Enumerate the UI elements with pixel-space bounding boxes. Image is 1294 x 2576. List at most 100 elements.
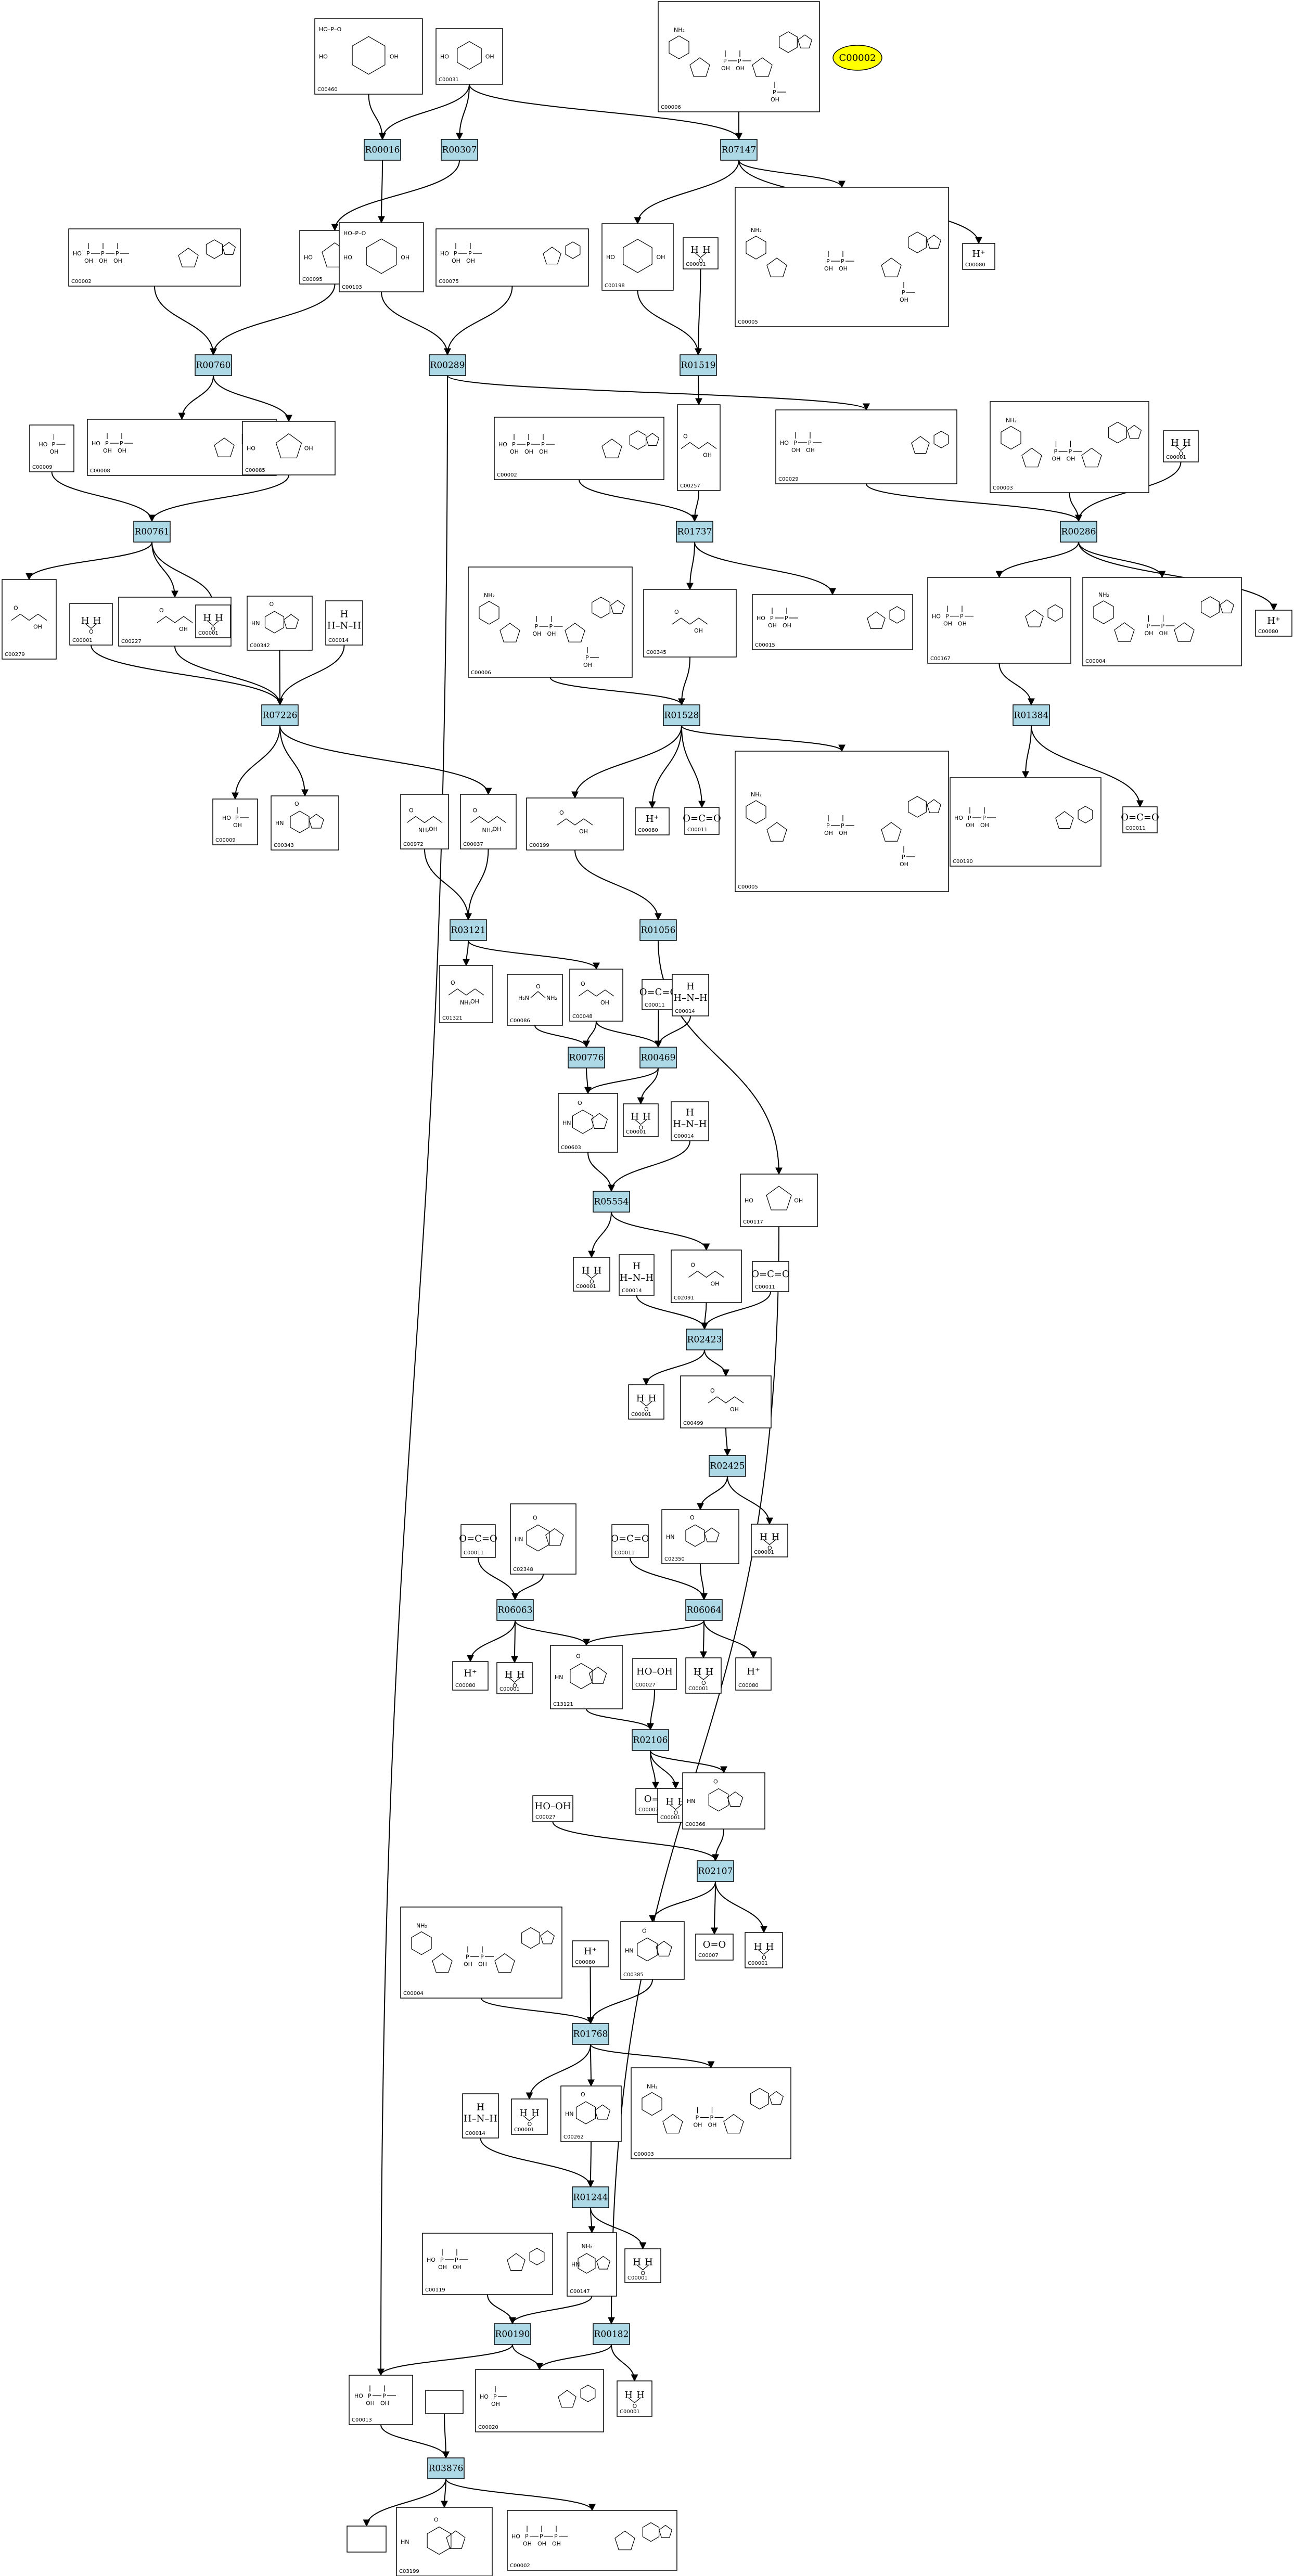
reaction-r01528[interactable]: R01528 bbox=[663, 704, 700, 726]
reaction-r00469[interactable]: R00469 bbox=[639, 1047, 677, 1068]
reaction-r07147[interactable]: R07147 bbox=[720, 139, 758, 161]
compound-c00080[interactable]: H⁺C00080 bbox=[635, 807, 670, 835]
compound-blank[interactable] bbox=[347, 2526, 387, 2553]
reaction-r02106[interactable]: R02106 bbox=[632, 1729, 669, 1751]
highlight-oval[interactable] bbox=[832, 45, 882, 71]
reaction-r01768[interactable]: R01768 bbox=[572, 2023, 609, 2045]
reaction-r00190[interactable]: R00190 bbox=[494, 2323, 531, 2345]
reaction-r01737[interactable]: R01737 bbox=[676, 521, 713, 543]
reaction-r01056[interactable]: R01056 bbox=[639, 919, 677, 941]
reaction-r01519[interactable]: R01519 bbox=[680, 354, 717, 376]
reaction-r06063[interactable]: R06063 bbox=[496, 1599, 534, 1621]
reaction-r07226[interactable]: R07226 bbox=[261, 704, 299, 726]
reaction-r00016[interactable]: R00016 bbox=[364, 139, 401, 161]
compound-blank[interactable] bbox=[425, 2390, 464, 2414]
reaction-r06064[interactable]: R06064 bbox=[685, 1599, 723, 1621]
reaction-r02107[interactable]: R02107 bbox=[697, 1860, 734, 1882]
reaction-r01244[interactable]: R01244 bbox=[572, 2186, 609, 2208]
reaction-r00286[interactable]: R00286 bbox=[1060, 521, 1097, 543]
compound-c00080[interactable]: H⁺C00080 bbox=[735, 1657, 772, 1691]
reaction-r02425[interactable]: R02425 bbox=[709, 1455, 746, 1477]
reaction-r05554[interactable]: R05554 bbox=[593, 1191, 630, 1213]
reaction-r00760[interactable]: R00760 bbox=[195, 354, 232, 376]
reaction-r00289[interactable]: R00289 bbox=[429, 354, 466, 376]
compound-c00080[interactable]: H⁺C00080 bbox=[1255, 610, 1292, 637]
reaction-r03121[interactable]: R03121 bbox=[450, 919, 487, 941]
reaction-r00182[interactable]: R00182 bbox=[593, 2323, 630, 2345]
compound-c00080[interactable]: H⁺C00080 bbox=[572, 1940, 609, 1967]
compound-c00080[interactable]: H⁺C00080 bbox=[962, 243, 995, 270]
reaction-r00307[interactable]: R00307 bbox=[441, 139, 478, 161]
reaction-r03876[interactable]: R03876 bbox=[427, 2457, 465, 2479]
